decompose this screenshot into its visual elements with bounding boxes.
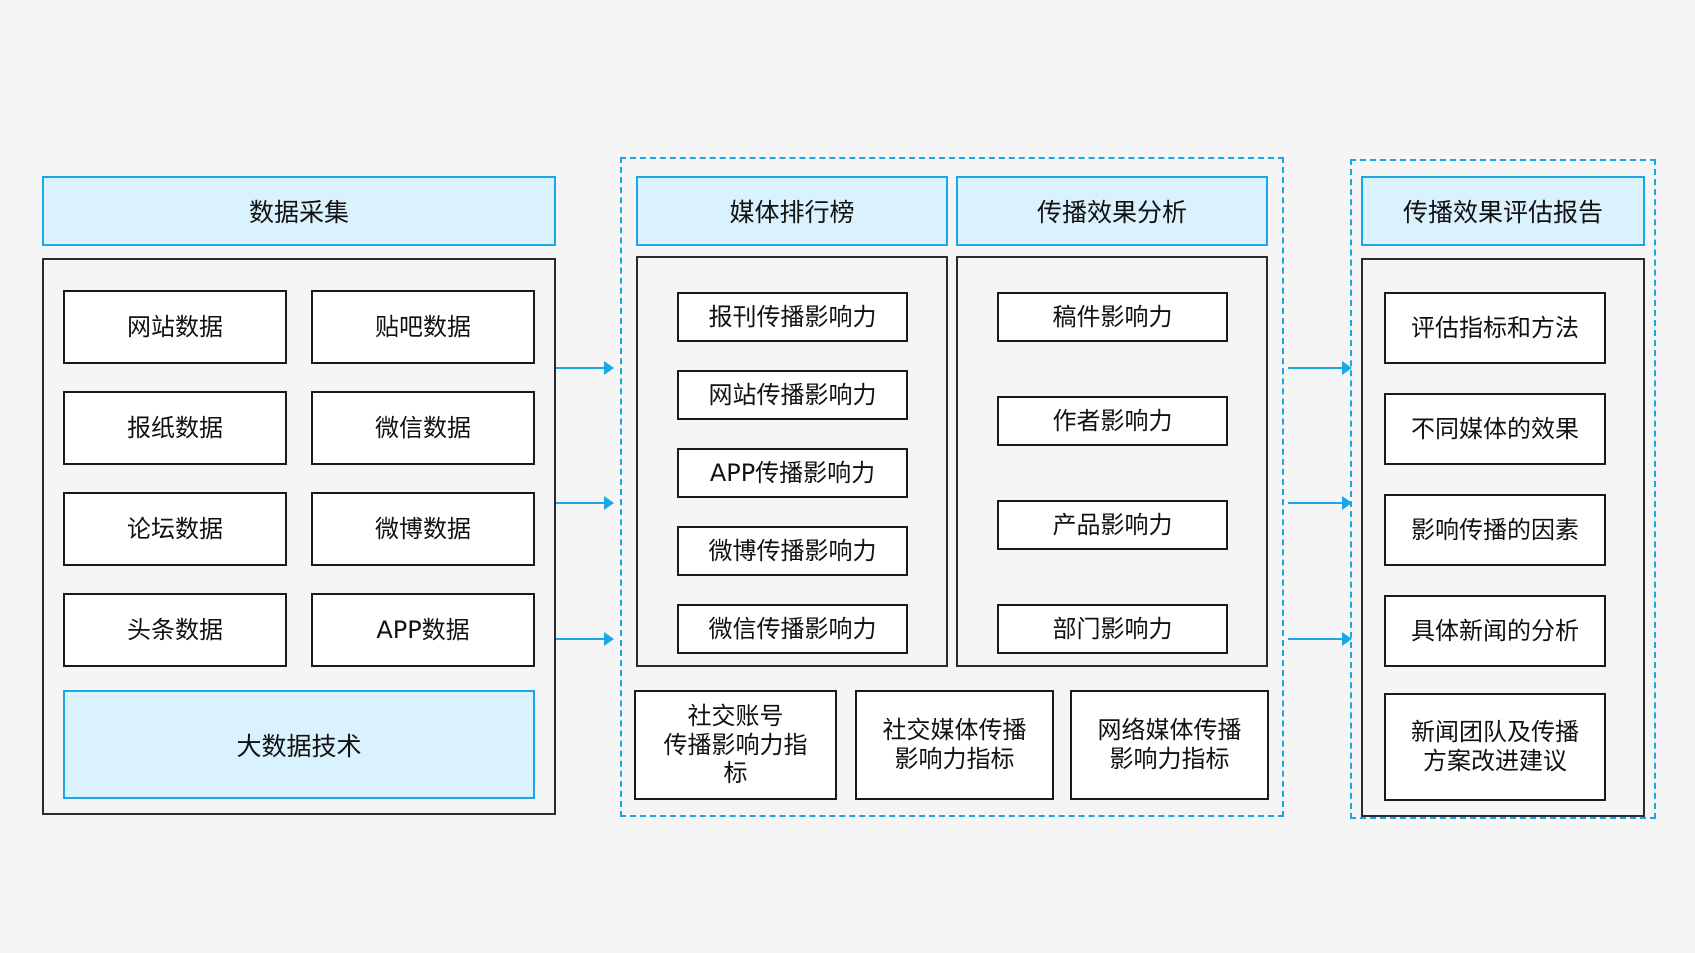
indicator-box: 网络媒体传播 影响力指标 bbox=[1070, 690, 1269, 800]
media-ranking-header: 媒体排行榜 bbox=[636, 176, 948, 246]
media-ranking-item: APP传播影响力 bbox=[677, 448, 908, 498]
big-data-tech-label: 大数据技术 bbox=[236, 731, 362, 761]
effect-analysis-item: 稿件影响力 bbox=[997, 292, 1228, 342]
media-ranking-item: 微博传播影响力 bbox=[677, 526, 908, 576]
collection-item: APP数据 bbox=[311, 593, 535, 667]
indicator-box: 社交账号 传播影响力指 标 bbox=[634, 690, 837, 800]
collection-item: 微博数据 bbox=[311, 492, 535, 566]
media-ranking-item: 网站传播影响力 bbox=[677, 370, 908, 420]
arrow-right bbox=[556, 496, 614, 510]
report-group bbox=[1350, 159, 1656, 819]
report-title: 传播效果评估报告 bbox=[1402, 198, 1603, 227]
indicator-box: 社交媒体传播 影响力指标 bbox=[855, 690, 1054, 800]
arrow-right bbox=[556, 632, 614, 646]
collection-title: 数据采集 bbox=[248, 198, 349, 227]
media-ranking-title: 媒体排行榜 bbox=[729, 198, 855, 227]
report-item: 新闻团队及传播 方案改进建议 bbox=[1384, 693, 1606, 801]
analysis-group bbox=[620, 157, 1284, 817]
collection-item: 报纸数据 bbox=[63, 391, 287, 465]
effect-analysis-header: 传播效果分析 bbox=[956, 176, 1268, 246]
report-item: 评估指标和方法 bbox=[1384, 292, 1606, 364]
report-header: 传播效果评估报告 bbox=[1361, 176, 1645, 246]
collection-item: 头条数据 bbox=[63, 593, 287, 667]
report-item: 不同媒体的效果 bbox=[1384, 393, 1606, 465]
effect-analysis-item: 产品影响力 bbox=[997, 500, 1228, 550]
collection-item: 微信数据 bbox=[311, 391, 535, 465]
media-ranking-item: 微信传播影响力 bbox=[677, 604, 908, 654]
effect-analysis-item: 作者影响力 bbox=[997, 396, 1228, 446]
big-data-tech-box: 大数据技术 bbox=[63, 690, 535, 799]
report-item: 具体新闻的分析 bbox=[1384, 595, 1606, 667]
collection-item: 网站数据 bbox=[63, 290, 287, 364]
effect-analysis-title: 传播效果分析 bbox=[1036, 198, 1187, 227]
arrow-right bbox=[556, 361, 614, 375]
effect-analysis-item: 部门影响力 bbox=[997, 604, 1228, 654]
collection-header: 数据采集 bbox=[42, 176, 556, 246]
collection-item: 论坛数据 bbox=[63, 492, 287, 566]
arrow-right bbox=[1288, 496, 1352, 510]
media-ranking-item: 报刊传播影响力 bbox=[677, 292, 908, 342]
report-item: 影响传播的因素 bbox=[1384, 494, 1606, 566]
arrow-right bbox=[1288, 632, 1352, 646]
arrow-right bbox=[1288, 361, 1352, 375]
collection-item: 贴吧数据 bbox=[311, 290, 535, 364]
